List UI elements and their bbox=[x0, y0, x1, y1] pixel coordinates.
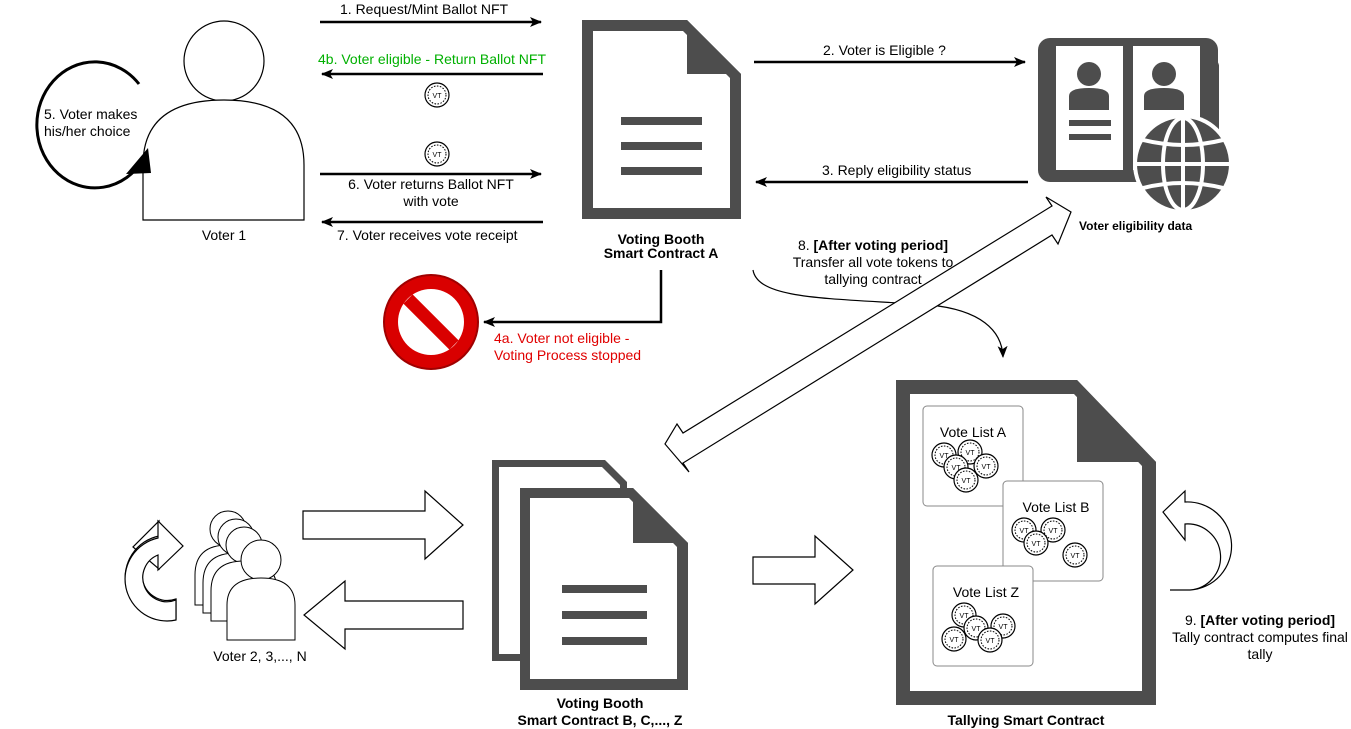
booth-b-title-line1: Voting Booth bbox=[556, 695, 644, 711]
booth-a-title-line1: Voting Booth bbox=[617, 231, 705, 247]
voters-n-label: Voter 2, 3,..., N bbox=[213, 648, 307, 664]
eligibility-label: Voter eligibility data bbox=[1079, 219, 1193, 233]
step9-bold: [After voting period] bbox=[1200, 612, 1336, 628]
step7-label: 7. Voter receives vote receipt bbox=[337, 227, 518, 243]
step4a-label-line2: Voting Process stopped bbox=[494, 347, 642, 363]
step5-label-line1: 5. Voter makes bbox=[44, 106, 138, 122]
step5-label-line2: his/her choice bbox=[44, 123, 131, 139]
globe-icon bbox=[1133, 114, 1233, 214]
step9-label-line1: 9. [After voting period] bbox=[1165, 612, 1351, 629]
double-hollow-arrow bbox=[664, 196, 1072, 473]
vt-token-icon bbox=[1023, 530, 1049, 556]
vt-token-icon bbox=[424, 82, 450, 108]
booth-b-document-stack-icon bbox=[492, 460, 688, 690]
voter-1-person-icon bbox=[142, 20, 305, 221]
hollow-arrow-right bbox=[302, 489, 464, 561]
hollow-arrow-to-tally bbox=[752, 534, 854, 606]
step9-label-line3: tally bbox=[1247, 646, 1273, 662]
choice-cycle-arrow-icon bbox=[35, 60, 151, 190]
vt-token-icon bbox=[424, 141, 450, 167]
step8-bold: [After voting period] bbox=[813, 237, 949, 253]
vote-list-a-label: Vote List A bbox=[939, 424, 1007, 440]
vt-token-icon bbox=[1062, 542, 1088, 568]
arrow-step4a bbox=[483, 270, 663, 327]
booth-a-title-line2: Smart Contract A bbox=[603, 245, 719, 261]
step6-label-line1: 6. Voter returns Ballot NFT bbox=[348, 176, 514, 192]
step8-label-line2: Transfer all vote tokens to bbox=[792, 254, 954, 270]
tally-cycle-arrow-icon bbox=[1162, 489, 1233, 591]
step8-prefix: 8. bbox=[797, 237, 814, 253]
step9-label-line2: Tally contract computes final bbox=[1172, 629, 1348, 645]
hollow-arrow-left bbox=[303, 579, 464, 651]
step2-label: 2. Voter is Eligible ? bbox=[823, 42, 946, 58]
step8-label-line1: 8. [After voting period] bbox=[763, 237, 983, 254]
step6-label-line2: with vote bbox=[403, 193, 459, 209]
vt-token-icon bbox=[973, 453, 999, 479]
voter1-label: Voter 1 bbox=[201, 227, 247, 243]
prohibited-sign-icon bbox=[383, 274, 479, 370]
step3-label: 3. Reply eligibility status bbox=[822, 162, 972, 178]
tally-title: Tallying Smart Contract bbox=[947, 712, 1105, 728]
vt-token-icon bbox=[953, 467, 979, 493]
vt-token-icon bbox=[977, 627, 1003, 653]
step1-label: 1. Request/Mint Ballot NFT bbox=[340, 1, 509, 17]
step4a-label-line1: 4a. Voter not eligible - bbox=[494, 330, 630, 346]
cycle-arrow-icon bbox=[124, 519, 184, 622]
step8-label-line3: tallying contract bbox=[824, 271, 922, 287]
booth-b-title-line2: Smart Contract B, C,..., Z bbox=[517, 712, 683, 728]
vote-list-z-box bbox=[932, 565, 1034, 667]
step9-prefix: 9. bbox=[1184, 612, 1201, 628]
step4b-label: 4b. Voter eligible - Return Ballot NFT bbox=[318, 51, 546, 67]
voters-n-person-icon bbox=[194, 510, 296, 641]
vote-list-z-label: Vote List Z bbox=[952, 584, 1020, 600]
booth-a-document-icon bbox=[582, 20, 741, 219]
vt-token-icon bbox=[941, 626, 967, 652]
vote-list-b-label: Vote List B bbox=[1022, 499, 1090, 515]
